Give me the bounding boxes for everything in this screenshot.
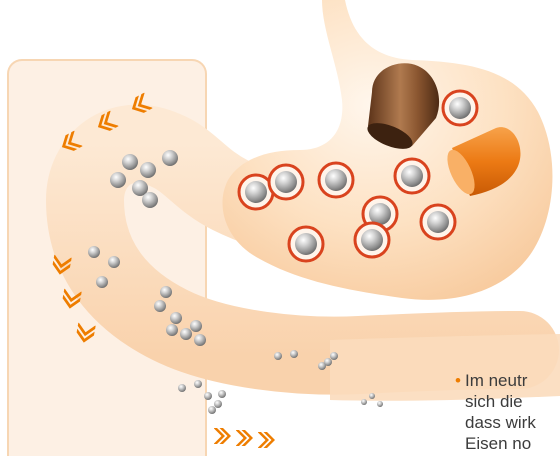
- bead: [427, 211, 449, 233]
- loose-bead: [290, 350, 298, 358]
- loose-bead: [214, 400, 222, 408]
- loose-bead: [180, 328, 192, 340]
- caption-line-3: dass wirk: [465, 412, 560, 433]
- loose-bead: [166, 324, 178, 336]
- caption-line-4: Eisen no: [465, 433, 560, 454]
- bead: [275, 171, 297, 193]
- loose-bead: [274, 352, 282, 360]
- loose-bead: [324, 358, 332, 366]
- bead: [361, 229, 383, 251]
- bead: [449, 97, 471, 119]
- loose-bead: [361, 399, 367, 405]
- bead: [325, 169, 347, 191]
- loose-bead: [218, 390, 226, 398]
- loose-bead: [154, 300, 166, 312]
- loose-bead: [110, 172, 126, 188]
- loose-bead: [122, 154, 138, 170]
- loose-bead: [377, 401, 383, 407]
- loose-bead: [330, 352, 338, 360]
- bead: [295, 233, 317, 255]
- loose-bead: [194, 334, 206, 346]
- loose-bead: [204, 392, 212, 400]
- chevron-right-double-icon: [214, 428, 276, 448]
- loose-bead: [369, 393, 375, 399]
- caption-text: • Im neutr sich die dass wirk Eisen no: [465, 370, 560, 454]
- loose-bead: [140, 162, 156, 178]
- bead: [401, 165, 423, 187]
- caption-line-1: Im neutr: [465, 370, 560, 391]
- loose-bead: [162, 150, 178, 166]
- loose-bead: [142, 192, 158, 208]
- loose-bead: [194, 380, 202, 388]
- loose-bead: [208, 406, 216, 414]
- loose-bead: [160, 286, 172, 298]
- caption-line-2: sich die: [465, 391, 560, 412]
- loose-bead: [88, 246, 100, 258]
- loose-bead: [190, 320, 202, 332]
- loose-bead: [178, 384, 186, 392]
- loose-bead: [108, 256, 120, 268]
- bullet-icon: •: [455, 370, 461, 391]
- loose-bead: [96, 276, 108, 288]
- bead: [245, 181, 267, 203]
- loose-bead: [170, 312, 182, 324]
